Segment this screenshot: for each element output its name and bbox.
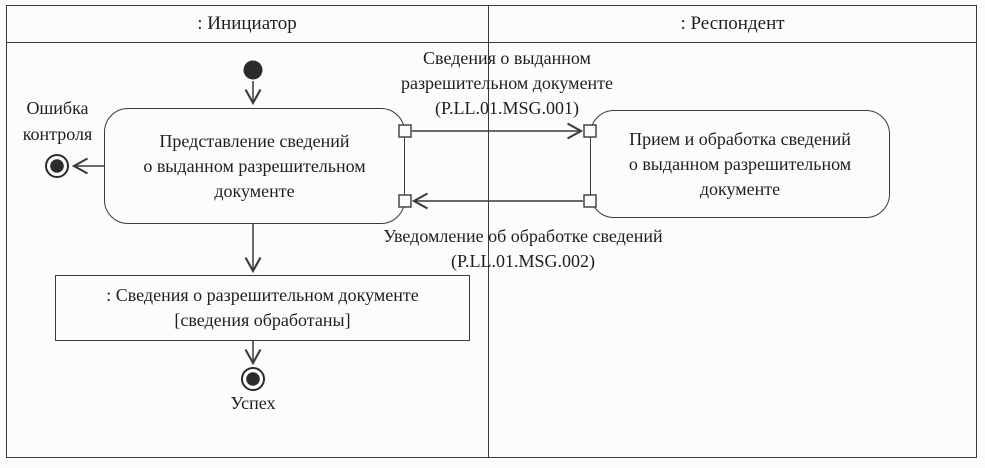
activity-initiator: Представление сведений о выданном разреш…	[104, 108, 405, 224]
lane-header-initiator: : Инициатор	[197, 12, 297, 34]
message-response-label: Уведомление об обработке сведений (P.LL.…	[383, 226, 663, 271]
lane-header-separator	[6, 42, 977, 43]
activity-respondent: Прием и обработка сведений о выданном ра…	[590, 110, 890, 218]
message-request-label: Сведения о выданном разрешительном докум…	[400, 48, 614, 118]
diagram-frame	[6, 5, 977, 458]
object-node: : Сведения о разрешительном документе [с…	[55, 275, 470, 341]
success-outcome-label: Успех	[230, 393, 276, 413]
lane-header-respondent: : Респондент	[680, 12, 785, 34]
error-outcome-label: Ошибка контроля	[22, 98, 93, 144]
lane-divider	[488, 5, 489, 458]
